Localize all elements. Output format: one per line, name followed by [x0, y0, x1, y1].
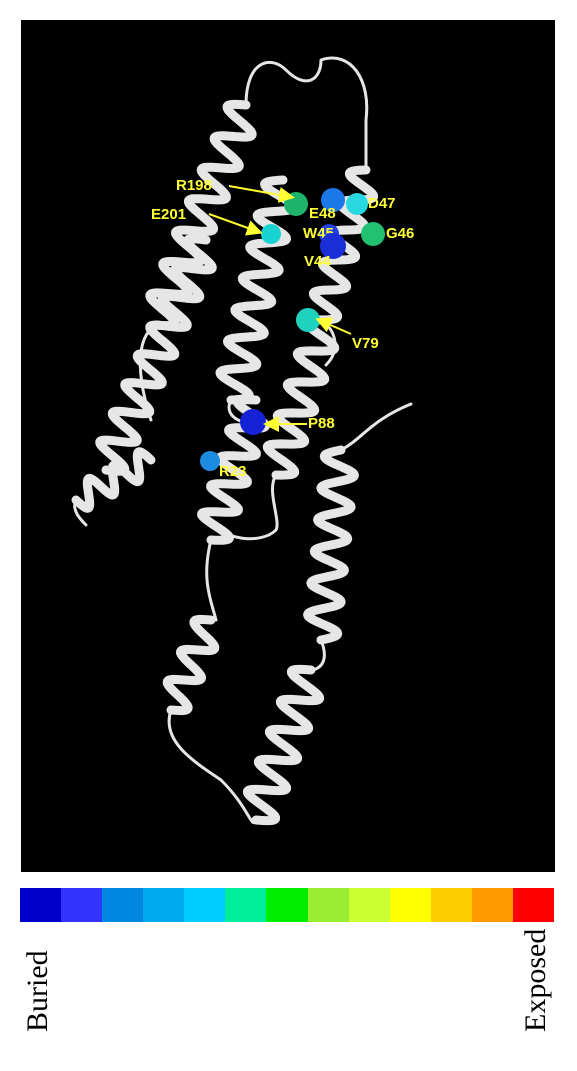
residue-sphere-v79	[296, 308, 320, 332]
coil-loop	[244, 56, 369, 172]
scale-swatch-11	[430, 888, 472, 922]
helix-ribbon	[242, 664, 325, 826]
residue-sphere-g46	[361, 222, 385, 246]
helix-ribbon	[71, 447, 156, 513]
helix-ribbon	[95, 234, 217, 476]
scale-swatch-12	[471, 888, 513, 922]
scale-swatch-13	[512, 888, 555, 922]
coil-loop	[339, 402, 413, 452]
residue-arrow-e201	[208, 213, 263, 236]
residue-label-v44: V44	[304, 253, 331, 270]
coil-loop	[167, 708, 258, 824]
residue-label-v79: V79	[352, 335, 379, 352]
residue-arrow-v79	[315, 317, 352, 335]
residue-label-r23: R23	[219, 463, 247, 480]
scale-swatch-10	[389, 888, 431, 922]
residue-label-e48: E48	[309, 205, 336, 222]
coil-loop	[73, 498, 88, 527]
residue-sphere-r23	[200, 451, 220, 471]
residue-sphere-d47	[346, 193, 368, 215]
coil-loop	[138, 323, 158, 422]
helix-ribbon	[262, 315, 340, 480]
coil-loop	[209, 473, 279, 541]
scale-swatch-3	[102, 888, 144, 922]
residue-sphere-e48	[321, 188, 345, 212]
coil-loop	[309, 638, 326, 672]
scale-low-label: Buried	[21, 950, 54, 1032]
residue-arrow-r198	[228, 185, 295, 203]
scale-swatch-7	[266, 888, 308, 922]
residue-sphere-p88	[240, 409, 266, 435]
scale-swatch-8	[307, 888, 349, 922]
residue-sphere-e201	[261, 224, 281, 244]
scale-swatch-9	[348, 888, 390, 922]
residue-label-e201: E201	[151, 206, 186, 223]
helix-ribbon	[162, 614, 220, 716]
scale-swatch-2	[61, 888, 103, 922]
scale-swatch-1	[20, 888, 62, 922]
residue-label-g46: G46	[386, 225, 414, 242]
scale-swatch-4	[143, 888, 185, 922]
residue-sphere-v44	[320, 233, 346, 259]
scale-swatch-5	[184, 888, 226, 922]
color-scale-bar	[20, 888, 555, 922]
coil-loop	[205, 538, 218, 622]
scale-swatch-6	[225, 888, 267, 922]
helix-ribbon	[303, 445, 359, 645]
residue-label-p88: P88	[308, 415, 335, 432]
helix-ribbon	[215, 175, 299, 405]
scale-high-label: Exposed	[519, 928, 552, 1032]
residue-label-r198: R198	[176, 177, 212, 194]
residue-label-d47: D47	[368, 195, 396, 212]
